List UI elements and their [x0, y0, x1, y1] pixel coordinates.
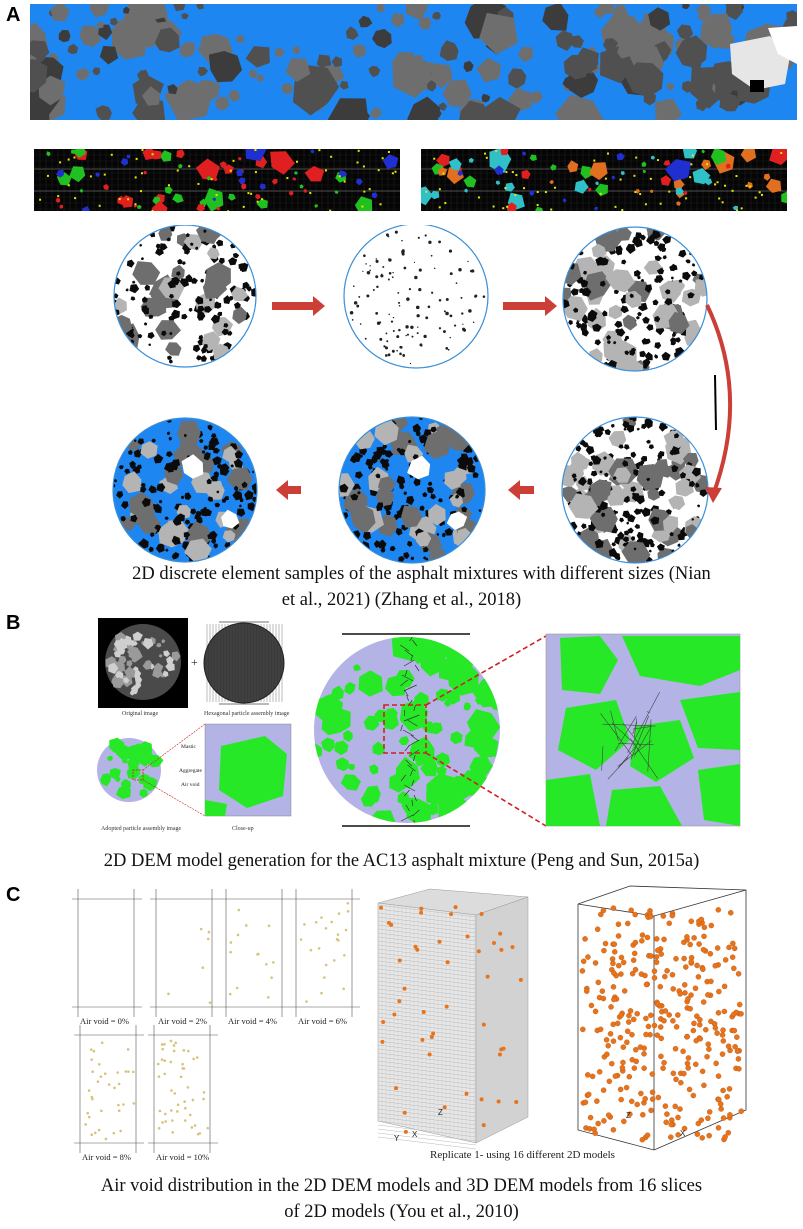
original-image-label: Original image: [122, 711, 159, 717]
dem-3d-void-distribution: ZX: [577, 885, 747, 1151]
panel-c-caption-line2: of 2D models (You et al., 2010): [284, 1202, 519, 1222]
dem-color-strip-right: [421, 149, 787, 211]
svg-text:Z: Z: [626, 1111, 631, 1120]
svg-text:Air void = 0%: Air void = 0%: [80, 1016, 129, 1026]
hexagonal-assembly-thumbnail: [203, 621, 285, 705]
panel-c-caption-line1: Air void distribution in the 2D DEM mode…: [100, 1176, 703, 1196]
svg-text:Air void = 4%: Air void = 4%: [228, 1016, 277, 1026]
svg-text:Air void = 8%: Air void = 8%: [82, 1152, 131, 1162]
dem-color-strip-left: [34, 149, 400, 211]
plus-sign: +: [191, 655, 198, 669]
panel-a-caption-line1: 2D discrete element samples of the aspha…: [132, 564, 711, 584]
svg-text:Mastic: Mastic: [181, 744, 197, 750]
panel-letter-a: A: [6, 4, 21, 26]
original-image-thumbnail: [98, 618, 188, 708]
svg-text:Y: Y: [394, 1134, 400, 1143]
panel-b-caption: 2D DEM model generation for the AC13 asp…: [103, 851, 700, 871]
svg-text:Air void: Air void: [181, 782, 200, 788]
svg-text:X: X: [412, 1130, 418, 1139]
dem-model-circle: [314, 633, 741, 827]
panel-letter-b: B: [6, 612, 21, 634]
circular-sample-sequence: [112, 225, 733, 564]
closeup-label: Close-up: [232, 826, 254, 832]
panel-letter-c: C: [6, 884, 21, 906]
svg-text:Z: Z: [438, 1108, 443, 1117]
hexagonal-assembly-label: Hexagonal particle assembly image: [204, 711, 290, 717]
adopted-assembly-label: Adopted particle assembly image: [101, 826, 182, 832]
svg-text:Air void = 10%: Air void = 10%: [156, 1152, 209, 1162]
svg-text:Air void = 6%: Air void = 6%: [298, 1016, 347, 1026]
dem-3d-sphere-block: Z Y X: [377, 888, 529, 1150]
replicate-label: Replicate 1- using 16 different 2D model…: [430, 1149, 615, 1161]
asphalt-mixture-strip-image: [30, 4, 797, 120]
panel-a-caption-line2: et al., 2021) (Zhang et al., 2018): [281, 590, 522, 610]
air-void-2d-models: Air void = 0% Air void = 2% Air void = 4% A…: [72, 889, 360, 1162]
svg-text:X: X: [680, 1129, 686, 1138]
svg-text:Aggregate: Aggregate: [179, 768, 202, 774]
svg-text:Air void = 2%: Air void = 2%: [158, 1016, 207, 1026]
